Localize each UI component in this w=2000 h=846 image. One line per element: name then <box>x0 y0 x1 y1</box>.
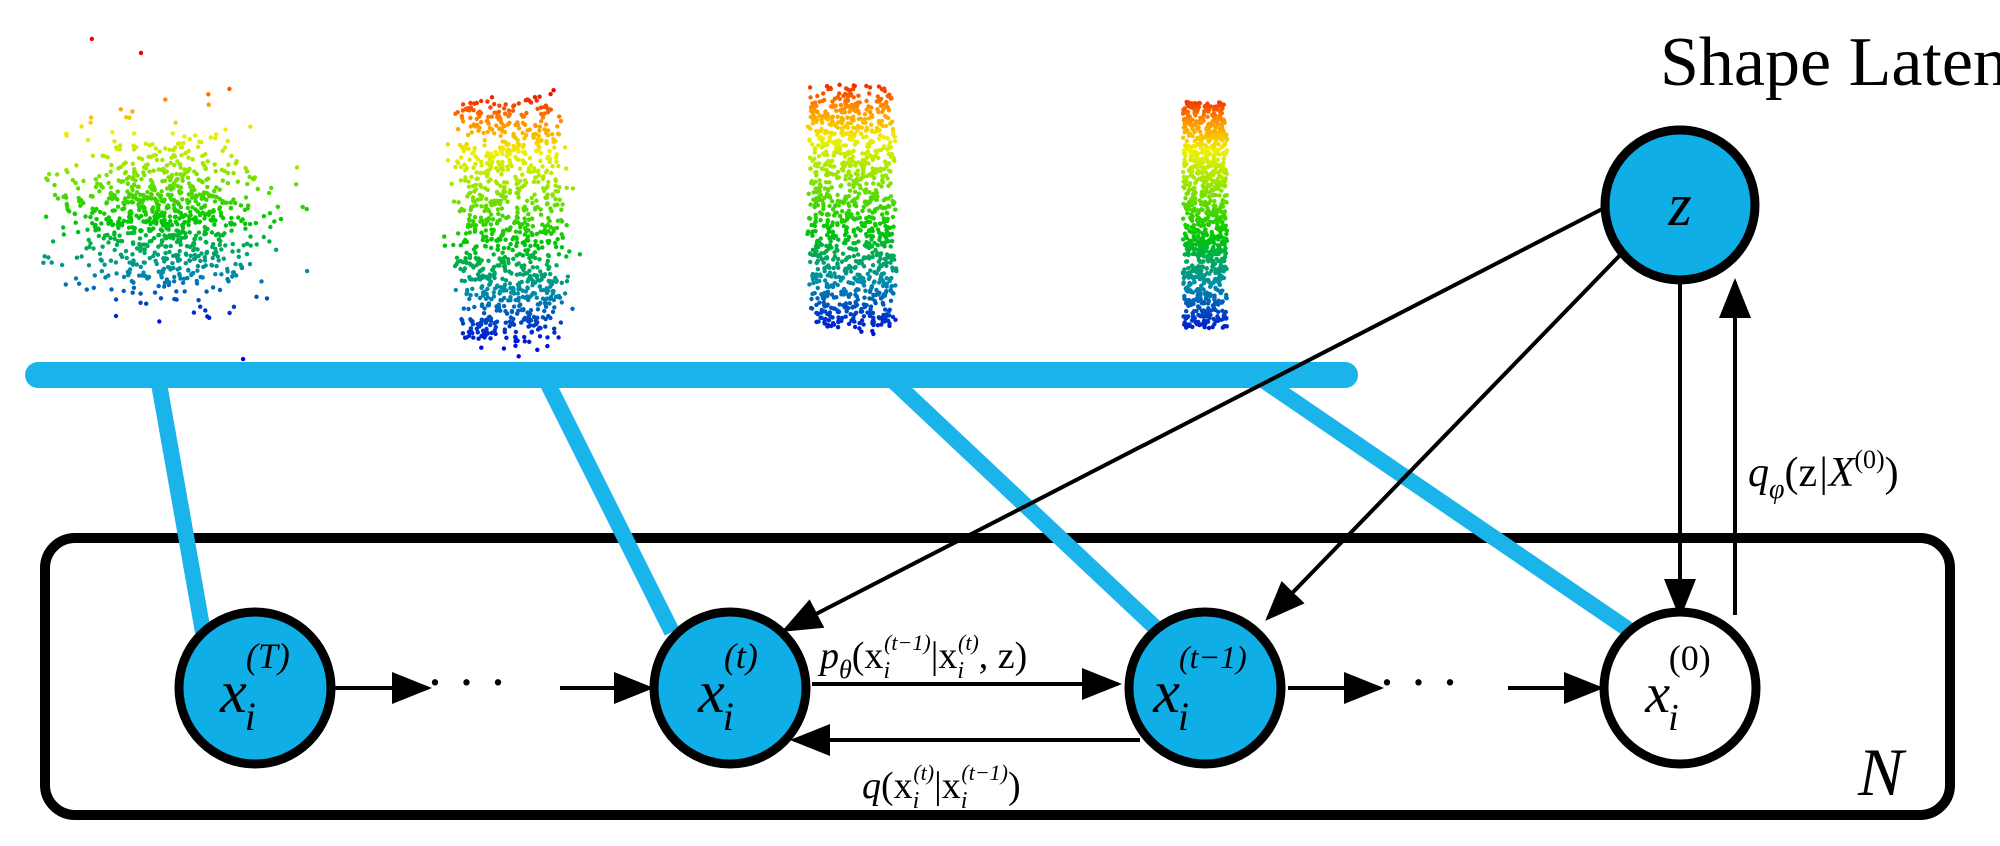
latent-node-z <box>1600 125 1760 285</box>
point-cloud-noise <box>41 36 310 362</box>
node-x-0-label: xi(0) <box>1644 638 1710 739</box>
node-x-t: xi(t) <box>649 607 811 769</box>
point-cloud-partial-2 <box>805 82 899 337</box>
latent-node-label: z <box>1667 172 1691 238</box>
node-x-T: xi(T) <box>174 607 336 769</box>
z-to-xt-minus-1-arrow <box>1265 248 1627 621</box>
reverse-process-label: pθ(xi(t−1)|xi(t), z) <box>817 630 1027 684</box>
connector-line-0 <box>1255 371 1637 639</box>
z-to-xt-arrow <box>781 203 1611 632</box>
plate-label: N <box>1857 734 1907 810</box>
encoder-label: qφ(z|X(0)) <box>1748 445 1899 505</box>
shape-latent-title: Shape Latent <box>1660 24 2000 101</box>
node-x-t-minus-1: xi(t−1) <box>1124 607 1286 769</box>
plate-box <box>40 533 1955 820</box>
node-x-0: xi(0) <box>1599 607 1761 769</box>
forward-process-label: q(xi(t)|xi(t−1)) <box>862 760 1021 814</box>
connector-line-T <box>150 376 211 634</box>
node-x-t-minus-1-label: xi(t−1) <box>1152 639 1247 739</box>
node-x-t-label: xi(t) <box>697 636 758 739</box>
point-clouds <box>41 36 1230 362</box>
ellipsis-right: · · · <box>1378 652 1459 712</box>
point-cloud-partial-1 <box>442 88 582 359</box>
ellipsis-left: · · · <box>426 652 507 712</box>
connector-line-t <box>537 374 680 636</box>
node-x-T-label: xi(T) <box>219 636 290 739</box>
point-cloud-cylinder <box>1180 99 1230 331</box>
